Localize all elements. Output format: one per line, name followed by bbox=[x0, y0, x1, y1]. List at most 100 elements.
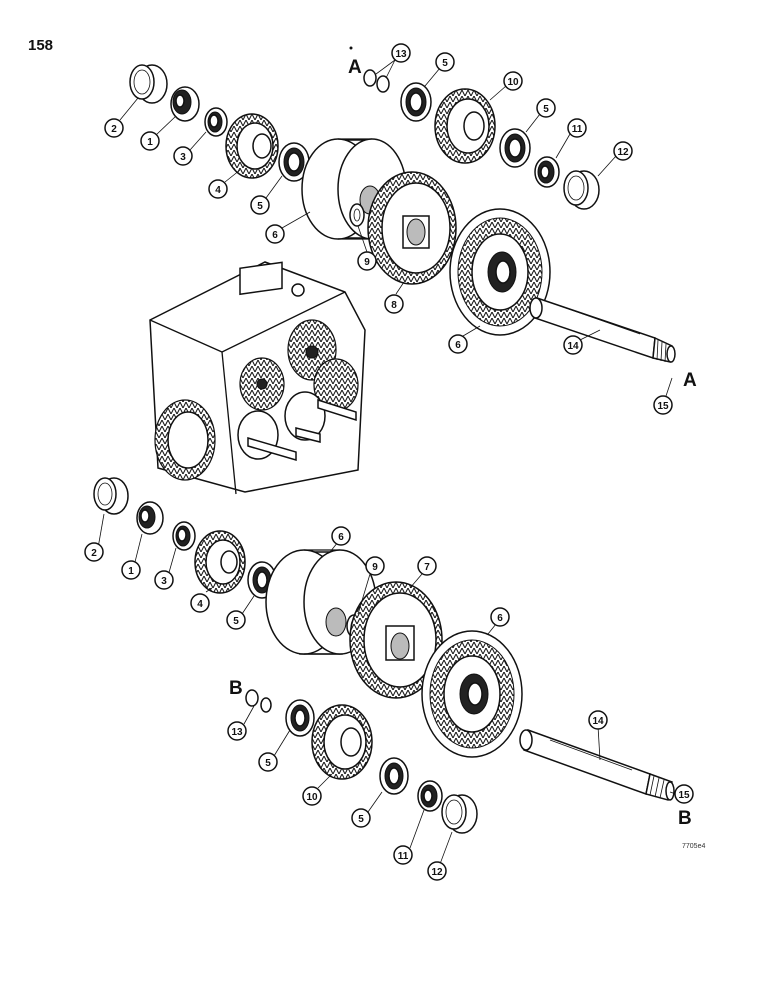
svg-text:5: 5 bbox=[543, 104, 549, 115]
svg-text:12: 12 bbox=[431, 867, 443, 878]
callout: 3 bbox=[154, 570, 174, 590]
svg-text:13: 13 bbox=[395, 49, 407, 60]
bearing-cone-icon bbox=[136, 501, 164, 535]
bearing-cone-icon bbox=[170, 86, 200, 122]
callout: 2 bbox=[104, 118, 124, 138]
svg-text:9: 9 bbox=[372, 562, 378, 573]
svg-text:6: 6 bbox=[497, 613, 503, 624]
callout: 14 bbox=[588, 710, 608, 730]
svg-text:10: 10 bbox=[306, 792, 318, 803]
bearing-cone-icon bbox=[417, 780, 443, 812]
svg-text:4: 4 bbox=[197, 599, 203, 610]
shaft-icon bbox=[529, 296, 676, 363]
snap-ring-icon bbox=[245, 689, 272, 713]
svg-text:10: 10 bbox=[507, 77, 519, 88]
figure-code: 7705e4 bbox=[682, 843, 705, 850]
svg-text:1: 1 bbox=[147, 137, 153, 148]
callouts-top: 2 1 3 4 5 6 9 8 6 14 15 13 5 10 5 11 12 bbox=[104, 43, 673, 415]
callout: 6 bbox=[331, 526, 351, 546]
svg-text:14: 14 bbox=[567, 341, 579, 352]
clutch-pack-icon bbox=[421, 630, 523, 758]
bearing-cup-icon bbox=[129, 64, 168, 104]
callout: 1 bbox=[140, 131, 160, 151]
callout: 3 bbox=[173, 146, 193, 166]
callout: 10 bbox=[302, 786, 322, 806]
gear-icon bbox=[194, 530, 246, 594]
svg-text:3: 3 bbox=[180, 152, 186, 163]
bearing-cup-icon bbox=[93, 477, 129, 515]
callout: 10 bbox=[503, 71, 523, 91]
bearing-icon bbox=[379, 757, 409, 795]
bearing-icon bbox=[172, 521, 196, 551]
callouts-bottom: 2 1 3 4 5 6 9 7 6 13 5 10 5 11 12 14 15 bbox=[84, 526, 694, 881]
callout: 11 bbox=[393, 845, 413, 865]
bearing-icon bbox=[278, 142, 310, 182]
svg-text:15: 15 bbox=[657, 401, 669, 412]
svg-text:9: 9 bbox=[364, 257, 370, 268]
svg-text:1: 1 bbox=[128, 566, 134, 577]
svg-text:11: 11 bbox=[398, 851, 409, 862]
svg-text:6: 6 bbox=[338, 532, 344, 543]
svg-text:5: 5 bbox=[358, 814, 364, 825]
svg-text:5: 5 bbox=[257, 201, 263, 212]
callout: 6 bbox=[490, 607, 510, 627]
svg-text:8: 8 bbox=[391, 300, 397, 311]
callout: 9 bbox=[365, 556, 385, 576]
gear-icon bbox=[367, 171, 457, 285]
callout: 5 bbox=[258, 752, 278, 772]
ref-letter-a: A bbox=[348, 57, 362, 78]
callout: 1 bbox=[121, 560, 141, 580]
callout: 2 bbox=[84, 542, 104, 562]
callout: 13 bbox=[227, 721, 247, 741]
callout: 4 bbox=[190, 593, 210, 613]
callout: 5 bbox=[250, 195, 270, 215]
callout: 15 bbox=[674, 784, 694, 804]
svg-text:2: 2 bbox=[111, 124, 117, 135]
bearing-cone-icon bbox=[534, 156, 560, 188]
bottom-assembly bbox=[93, 477, 675, 834]
ref-letter-a: A bbox=[683, 370, 697, 391]
shaft-icon bbox=[519, 728, 675, 801]
bearing-cup-icon bbox=[441, 794, 478, 834]
top-assembly bbox=[129, 64, 676, 363]
callout: 8 bbox=[384, 294, 404, 314]
callout: 6 bbox=[265, 224, 285, 244]
svg-text:15: 15 bbox=[678, 790, 690, 801]
page-number: 158 bbox=[28, 37, 53, 54]
callout: 5 bbox=[536, 98, 556, 118]
callout: 5 bbox=[351, 808, 371, 828]
svg-text:6: 6 bbox=[455, 340, 461, 351]
gear-icon bbox=[349, 581, 443, 699]
svg-text:7: 7 bbox=[424, 562, 430, 573]
callout: 5 bbox=[226, 610, 246, 630]
bearing-cup-icon bbox=[563, 170, 600, 210]
svg-text:6: 6 bbox=[272, 230, 278, 241]
svg-text:11: 11 bbox=[572, 124, 583, 135]
washer-icon bbox=[349, 203, 365, 227]
svg-text:5: 5 bbox=[265, 758, 271, 769]
bearing-icon bbox=[400, 82, 432, 122]
bearing-icon bbox=[204, 107, 228, 137]
ref-letter-b: B bbox=[678, 808, 692, 829]
callout: 6 bbox=[448, 334, 468, 354]
callout: 11 bbox=[567, 118, 587, 138]
callout: 14 bbox=[563, 335, 583, 355]
callout: 4 bbox=[208, 179, 228, 199]
svg-text:13: 13 bbox=[231, 727, 243, 738]
leader-lines bbox=[97, 59, 677, 865]
callout: 12 bbox=[427, 861, 447, 881]
callout: 13 bbox=[391, 43, 411, 63]
gear-icon bbox=[311, 704, 373, 780]
svg-text:3: 3 bbox=[161, 576, 167, 587]
bearing-icon bbox=[499, 128, 531, 168]
bearing-icon bbox=[285, 699, 315, 737]
callout: 12 bbox=[613, 141, 633, 161]
svg-text:14: 14 bbox=[592, 716, 604, 727]
callout: 7 bbox=[417, 556, 437, 576]
callout: 15 bbox=[653, 395, 673, 415]
callout: 5 bbox=[435, 52, 455, 72]
snap-ring-icon bbox=[363, 69, 390, 93]
gear-icon bbox=[225, 113, 279, 179]
callout: 9 bbox=[357, 251, 377, 271]
